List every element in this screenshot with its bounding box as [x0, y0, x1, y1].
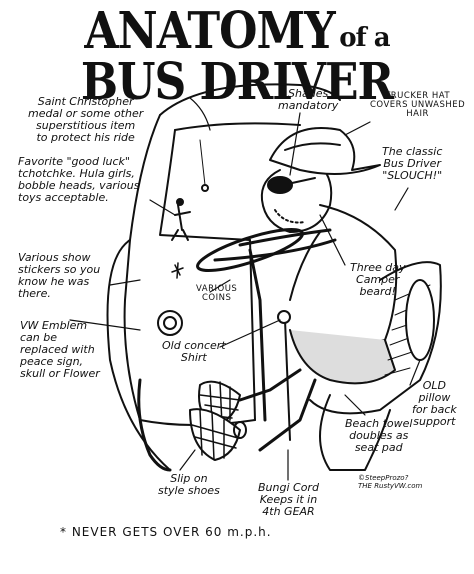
checkered-shoes	[189, 380, 241, 461]
driver-shorts	[289, 329, 396, 385]
driver-torso	[319, 204, 398, 351]
label-saint-christopher: Saint Christopher medal or some other su…	[28, 95, 144, 144]
driver-head	[260, 164, 333, 233]
label-concert-shirt: Old concert Shirt	[162, 339, 226, 364]
label-slouch: The classic Bus Driver "SLOUCH!"	[382, 145, 443, 182]
medal	[199, 139, 206, 186]
label-pillow: OLD pillow for back support	[412, 379, 457, 428]
label-bungi: Bungi Cord Keeps it in 4th GEAR	[258, 481, 319, 518]
bus-roof	[159, 83, 341, 116]
title-anatomy: ANATOMY	[84, 2, 335, 61]
shades	[267, 176, 293, 194]
trucker-hat	[269, 127, 381, 175]
label-coins: VARIOUS COINS	[196, 284, 238, 303]
label-stickers: Various show stickers so you know he was…	[18, 251, 101, 300]
headlight	[157, 310, 183, 336]
label-beard: Three day Camper beard!	[350, 261, 406, 298]
title-bus-driver: BUS DRIVER	[80, 53, 394, 112]
windshield-frame	[123, 114, 161, 421]
footer-note: * NEVER GETS OVER 60 m.p.h.	[60, 525, 272, 539]
label-shoes: Slip on style shoes	[158, 472, 220, 497]
label-vw-emblem: VW Emblem can be replaced with peace sig…	[20, 319, 100, 380]
seat	[309, 261, 442, 415]
label-trucker-hat: TRUCKER HAT COVERS UNWASHED HAIR	[370, 91, 466, 119]
pillow	[405, 279, 435, 361]
callout-lines	[69, 97, 421, 481]
label-towel: Beach towel doubles as seat pad	[345, 417, 413, 454]
gear-shift	[284, 319, 291, 441]
hula-girl	[171, 204, 191, 241]
bus-front	[106, 239, 171, 471]
label-good-luck: Favorite "good luck" tchotchke. Hula gir…	[18, 155, 140, 204]
page-title: ANATOMY of a BUS DRIVER	[0, 2, 474, 112]
title-of-a: of a	[339, 23, 390, 53]
artist-signature: ©SteepProzo? THE RustyVW.com	[358, 474, 423, 490]
label-shades: Shades mandatory	[278, 87, 339, 112]
